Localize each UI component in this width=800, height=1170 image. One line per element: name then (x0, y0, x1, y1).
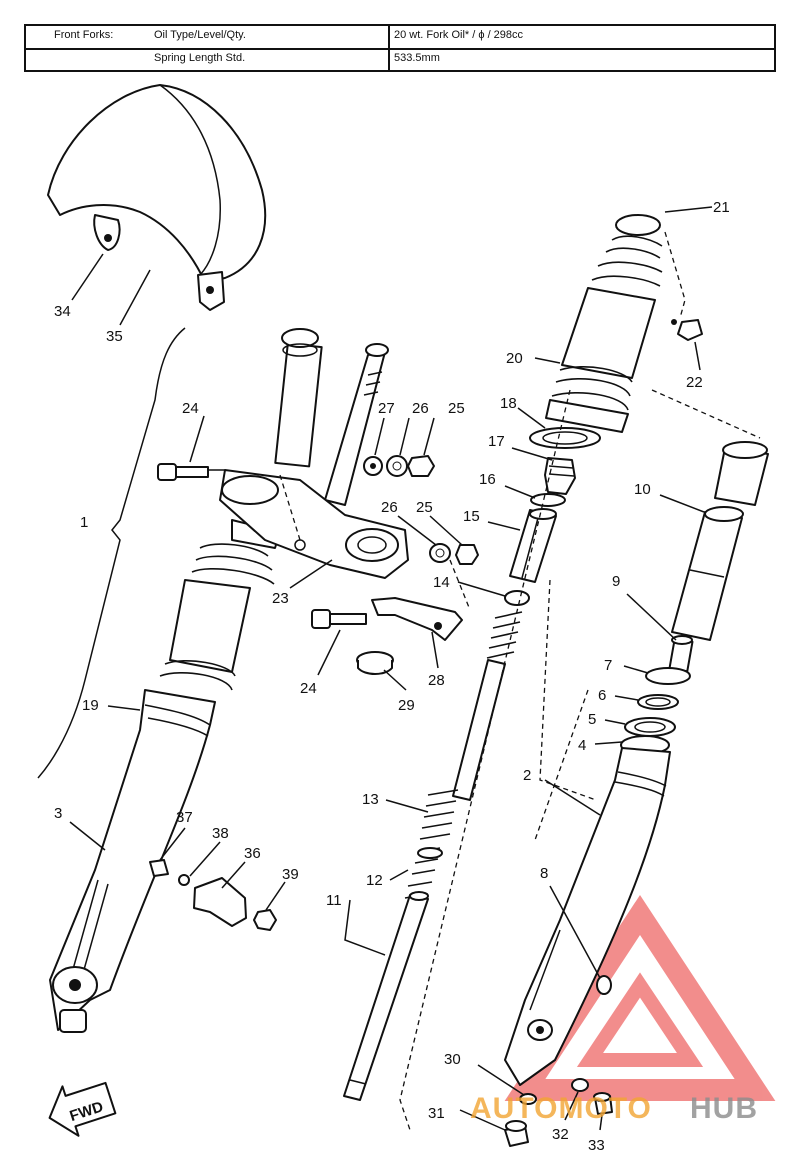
spec-spring-value: 533.5mm (394, 52, 440, 64)
callout-6: 6 (598, 687, 606, 704)
callout-35: 35 (106, 328, 123, 345)
callout-39: 39 (282, 866, 299, 883)
callout-25-lower: 25 (416, 499, 433, 516)
stem-washers-lower (429, 543, 479, 565)
callout-19: 19 (82, 697, 99, 714)
callout-14: 14 (433, 574, 450, 591)
fender-clamp-parts (149, 859, 277, 931)
steering-stem-assembly (219, 343, 409, 579)
front-fender (47, 84, 267, 311)
callout-37: 37 (176, 809, 193, 826)
spec-section-label: Front Forks: (54, 29, 114, 41)
spec-row-spring: Spring Length Std. 533.5mm (26, 49, 774, 71)
spec-table: Front Forks: Oil Type/Level/Qty. 20 wt. … (24, 24, 776, 72)
callout-2: 2 (523, 767, 531, 784)
callout-22: 22 (686, 374, 703, 391)
callout-25-upper: 25 (448, 400, 465, 417)
watermark-part1: AUTOMOTO (470, 1092, 652, 1125)
callout-10: 10 (634, 481, 651, 498)
callout-23: 23 (272, 590, 289, 607)
leader-lines (69, 206, 761, 1131)
watermark-part2: HUB (690, 1092, 758, 1125)
right-fork-leg (504, 441, 769, 1086)
callout-labels: 34 35 21 22 20 18 17 16 15 14 10 9 7 6 5… (54, 199, 730, 1154)
spec-column-divider (388, 26, 390, 70)
callout-17: 17 (488, 433, 505, 450)
callout-20: 20 (506, 350, 523, 367)
callout-9: 9 (612, 573, 620, 590)
callout-1: 1 (80, 514, 88, 531)
spec-spring-label: Spring Length Std. (154, 52, 246, 64)
callout-36: 36 (244, 845, 261, 862)
fwd-arrow: FWD (48, 1081, 117, 1137)
callout-31: 31 (428, 1105, 445, 1122)
callout-29: 29 (398, 697, 415, 714)
spec-oil-value: 20 wt. Fork Oil* / ϕ / 298cc (394, 29, 524, 41)
callout-8: 8 (540, 865, 548, 882)
callout-7: 7 (604, 657, 612, 674)
callout-15: 15 (463, 508, 480, 525)
callout-4: 4 (578, 737, 586, 754)
callout-11: 11 (326, 892, 342, 909)
callout-24-upper: 24 (182, 400, 199, 417)
callout-16: 16 (479, 471, 496, 488)
callout-28: 28 (428, 672, 445, 689)
handlebar-holder-parts (311, 597, 463, 675)
left-fork-leg (49, 328, 323, 1033)
callout-38: 38 (212, 825, 229, 842)
spec-row-oil: Front Forks: Oil Type/Level/Qty. 20 wt. … (26, 26, 774, 50)
right-fork-boot (529, 214, 703, 449)
callout-34: 34 (54, 303, 71, 320)
fork-internals (343, 457, 576, 1101)
callout-26-lower: 26 (381, 499, 398, 516)
callout-33: 33 (588, 1137, 605, 1154)
callout-24-lower: 24 (300, 680, 317, 697)
callout-26-upper: 26 (412, 400, 429, 417)
callout-13: 13 (362, 791, 379, 808)
callout-18: 18 (500, 395, 517, 412)
callout-30: 30 (444, 1051, 461, 1068)
spec-oil-label: Oil Type/Level/Qty. (154, 29, 246, 41)
pinch-bolt-upper (157, 463, 209, 481)
callout-32: 32 (552, 1126, 569, 1143)
group-bracket (37, 327, 186, 779)
watermark-text: AUTOMOTO HUB (470, 1092, 758, 1125)
stem-washers-upper (363, 455, 435, 477)
fork-bottom-parts (504, 1078, 613, 1147)
callout-12: 12 (366, 872, 383, 889)
callout-27: 27 (378, 400, 395, 417)
callout-5: 5 (588, 711, 596, 728)
callout-3: 3 (54, 805, 62, 822)
callout-21: 21 (713, 199, 730, 216)
